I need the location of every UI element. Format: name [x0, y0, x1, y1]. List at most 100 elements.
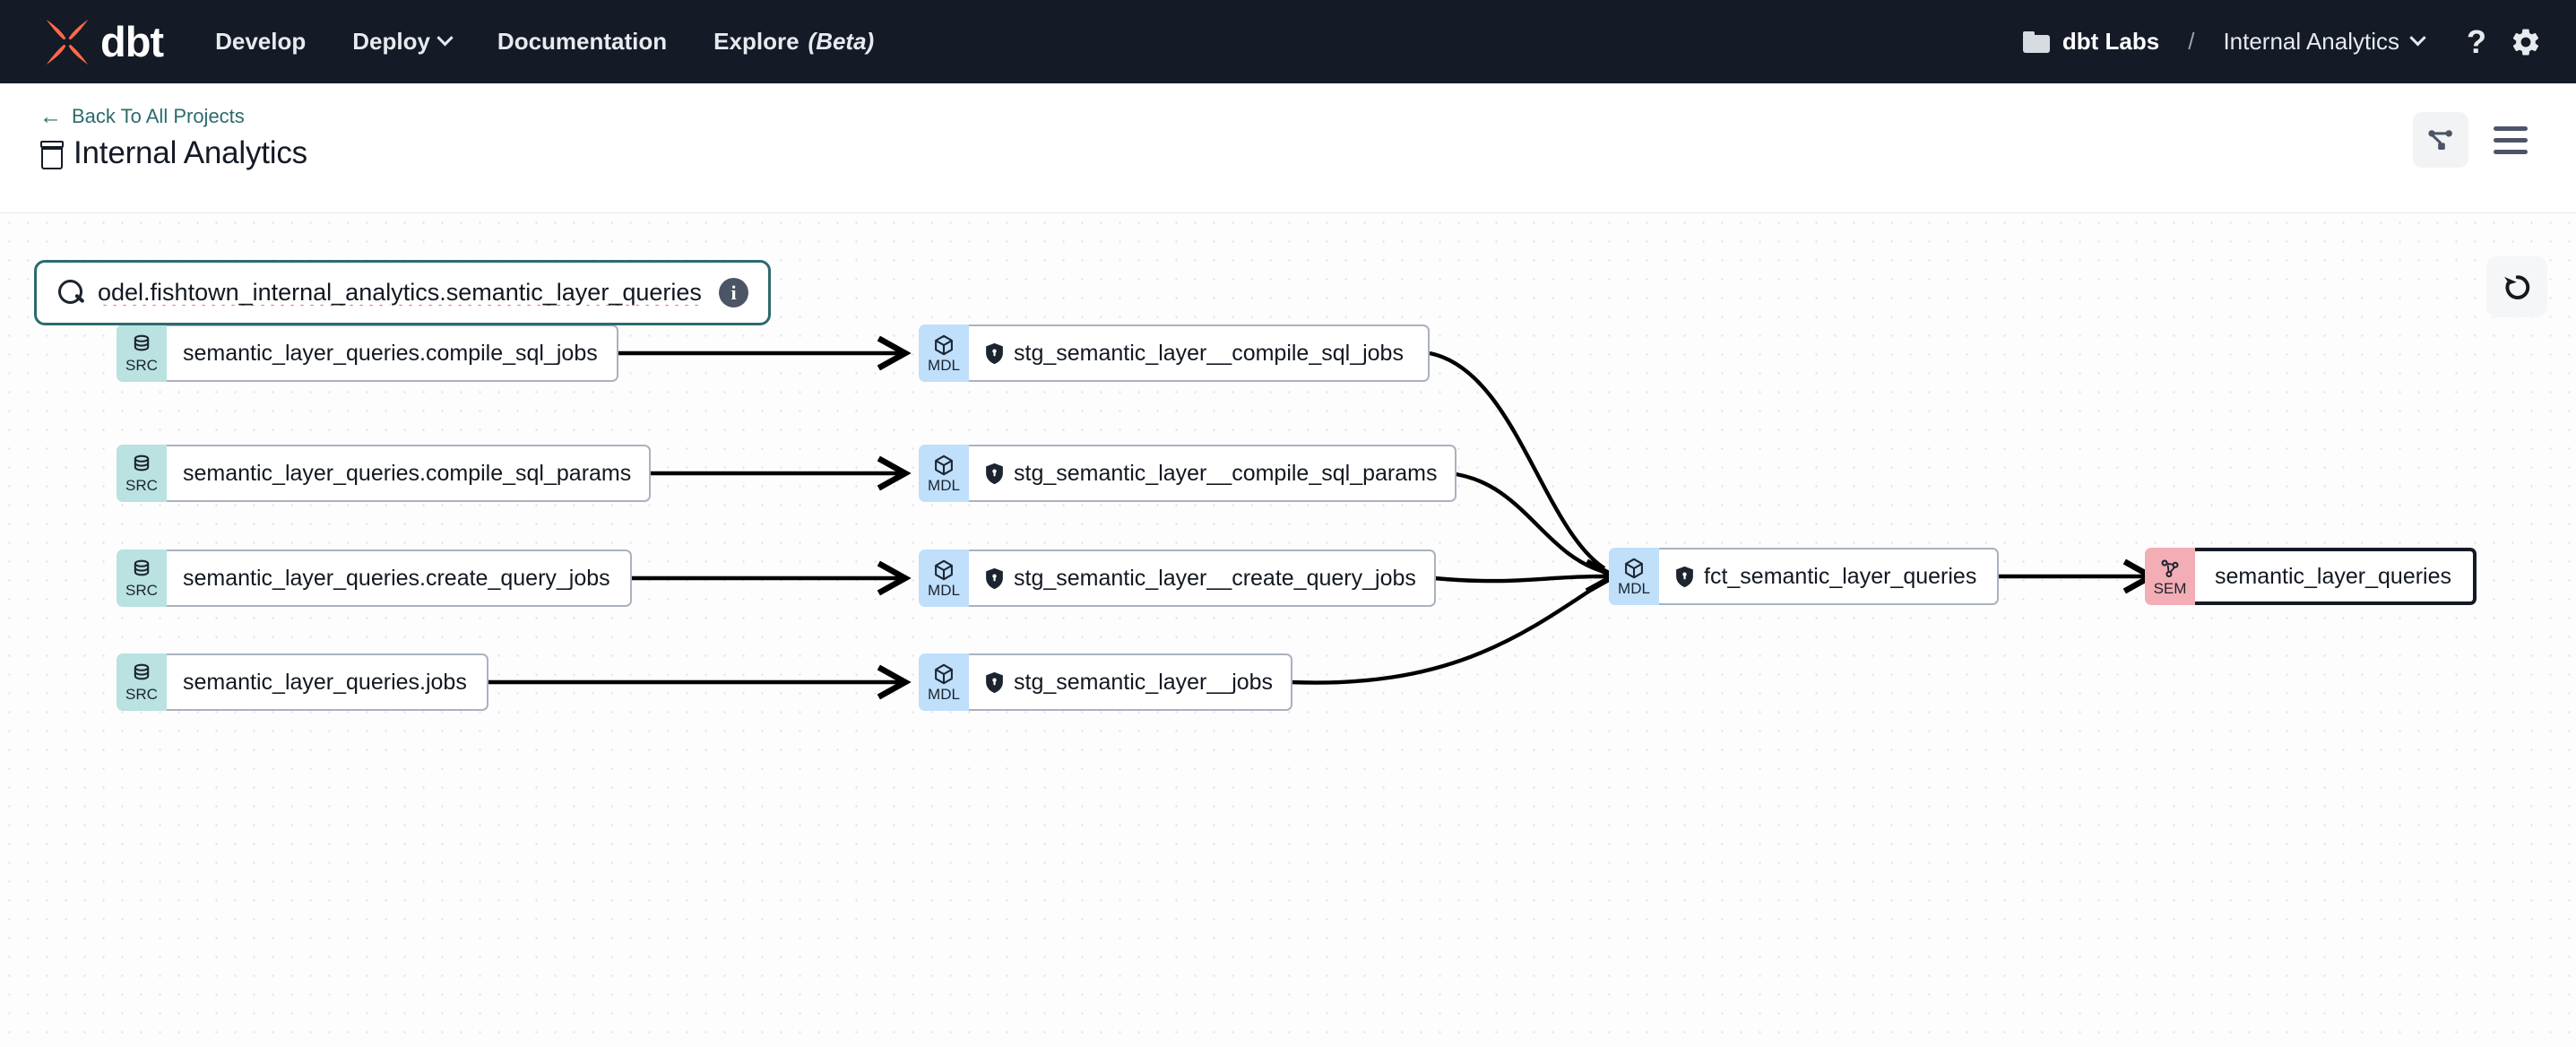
- search-icon: [58, 279, 85, 307]
- hamburger-bar: [2494, 137, 2528, 143]
- node-body: fct_semantic_layer_queries: [1659, 548, 1999, 605]
- lineage-node-src4[interactable]: SRC semantic_layer_queries.jobs: [117, 653, 488, 711]
- node-type-badge-mdl: MDL: [1609, 548, 1659, 605]
- shield-lock-icon: [986, 671, 1003, 693]
- settings-button[interactable]: [2510, 26, 2542, 58]
- lineage-node-mdl4[interactable]: MDL stg_semantic_layer__jobs: [919, 653, 1293, 711]
- database-icon: [134, 334, 150, 351]
- node-type-badge-label: MDL: [928, 686, 960, 703]
- gear-icon: [2512, 29, 2539, 55]
- cube-icon: [935, 559, 953, 581]
- project-breadcrumb[interactable]: Internal Analytics: [2223, 28, 2426, 56]
- info-icon[interactable]: i: [719, 278, 748, 307]
- lineage-node-mdl2[interactable]: MDL stg_semantic_layer__compile_sql_para…: [919, 445, 1457, 502]
- semantic-graph-icon: [2161, 559, 2179, 578]
- page-title-label: Internal Analytics: [73, 135, 307, 170]
- folder-icon: [2022, 30, 2050, 53]
- nav-item-deploy-label: Deploy: [352, 28, 430, 55]
- node-body: stg_semantic_layer__jobs: [969, 653, 1293, 711]
- lineage-node-mdl3[interactable]: MDL stg_semantic_layer__create_query_job…: [919, 549, 1436, 607]
- database-icon: [134, 559, 150, 576]
- explore-beta-tag: (Beta): [808, 28, 875, 55]
- nav-item-explore[interactable]: Explore (Beta): [713, 28, 874, 56]
- node-body: semantic_layer_queries.jobs: [167, 653, 488, 711]
- cube-icon: [935, 334, 953, 356]
- brand-wordmark: dbt: [100, 18, 164, 65]
- lineage-node-sem[interactable]: SEM semantic_layer_queries: [2145, 548, 2477, 605]
- node-type-badge-label: SRC: [125, 357, 158, 374]
- node-body: stg_semantic_layer__create_query_jobs: [969, 549, 1436, 607]
- reset-view-button[interactable]: [2486, 256, 2547, 317]
- lineage-view-button[interactable]: [2413, 112, 2468, 168]
- node-type-badge-label: MDL: [928, 357, 960, 374]
- back-to-all-projects-link[interactable]: ← Back To All Projects: [39, 105, 307, 128]
- nav-item-explore-label: Explore: [713, 28, 800, 55]
- node-type-badge-label: MDL: [1618, 580, 1650, 597]
- chevron-down-icon: [2409, 30, 2426, 47]
- nav-item-documentation-label: Documentation: [497, 28, 668, 55]
- node-type-badge-src: SRC: [117, 324, 167, 382]
- node-type-badge-mdl: MDL: [919, 653, 969, 711]
- node-label: stg_semantic_layer__create_query_jobs: [1014, 565, 1416, 591]
- node-type-badge-label: MDL: [928, 477, 960, 494]
- lineage-node-mdl1[interactable]: MDL stg_semantic_layer__compile_sql_jobs: [919, 324, 1430, 382]
- node-label: stg_semantic_layer__compile_sql_params: [1014, 460, 1438, 486]
- shield-lock-icon: [986, 342, 1003, 364]
- nav-item-documentation[interactable]: Documentation: [497, 28, 667, 56]
- node-label: semantic_layer_queries: [2214, 563, 2452, 589]
- node-type-badge-src: SRC: [117, 445, 167, 502]
- org-breadcrumb[interactable]: dbt Labs: [2022, 28, 2160, 56]
- node-label: stg_semantic_layer__compile_sql_jobs: [1014, 340, 1404, 366]
- org-breadcrumb-label: dbt Labs: [2062, 28, 2160, 55]
- menu-button[interactable]: [2485, 117, 2537, 163]
- lineage-node-src3[interactable]: SRC semantic_layer_queries.create_query_…: [117, 549, 632, 607]
- shield-lock-icon: [1676, 566, 1693, 587]
- nav-item-deploy[interactable]: Deploy: [352, 28, 454, 56]
- node-type-badge-label: SRC: [125, 477, 158, 494]
- lineage-node-src2[interactable]: SRC semantic_layer_queries.compile_sql_p…: [117, 445, 652, 502]
- node-type-badge-label: SRC: [125, 582, 158, 599]
- node-label: fct_semantic_layer_queries: [1704, 563, 1977, 589]
- breadcrumb-separator: /: [2188, 28, 2195, 55]
- search-input[interactable]: odel.fishtown_internal_analytics.semanti…: [98, 279, 702, 306]
- project-jar-icon: [39, 141, 64, 169]
- node-body: semantic_layer_queries.compile_sql_param…: [167, 445, 652, 502]
- node-type-badge-src: SRC: [117, 549, 167, 607]
- nav-right-cluster: dbt Labs / Internal Analytics ?: [2022, 22, 2542, 60]
- dbt-brand[interactable]: dbt: [39, 14, 164, 70]
- node-type-badge-src: SRC: [117, 653, 167, 711]
- cube-icon: [935, 663, 953, 685]
- nav-item-develop[interactable]: Develop: [215, 28, 306, 56]
- node-type-badge-label: SEM: [2153, 580, 2187, 597]
- subheader-right: [2413, 105, 2537, 168]
- node-label: semantic_layer_queries.jobs: [183, 669, 467, 695]
- node-body: semantic_layer_queries.compile_sql_jobs: [167, 324, 618, 382]
- cube-icon: [1625, 558, 1643, 579]
- cube-icon: [935, 454, 953, 476]
- node-label: semantic_layer_queries.compile_sql_param…: [183, 460, 632, 486]
- back-link-label: Back To All Projects: [72, 105, 245, 127]
- reset-rotate-left-icon: [2504, 275, 2530, 299]
- lineage-graph-icon: [2428, 130, 2452, 151]
- node-body: semantic_layer_queries.create_query_jobs: [167, 549, 632, 607]
- node-label: semantic_layer_queries.create_query_jobs: [183, 565, 610, 591]
- help-button[interactable]: ?: [2467, 22, 2486, 60]
- shield-lock-icon: [986, 463, 1003, 484]
- subheader-left: ← Back To All Projects Internal Analytic…: [39, 105, 307, 171]
- hamburger-bar: [2494, 125, 2528, 131]
- node-type-badge-mdl: MDL: [919, 445, 969, 502]
- node-type-badge-mdl: MDL: [919, 549, 969, 607]
- database-icon: [134, 663, 150, 680]
- nav-item-develop-label: Develop: [215, 28, 307, 55]
- node-body: stg_semantic_layer__compile_sql_params: [969, 445, 1457, 502]
- project-subheader: ← Back To All Projects Internal Analytic…: [0, 83, 2576, 213]
- node-label: semantic_layer_queries.compile_sql_jobs: [183, 340, 598, 366]
- lineage-node-fct[interactable]: MDL fct_semantic_layer_queries: [1609, 548, 1999, 605]
- lineage-node-src1[interactable]: SRC semantic_layer_queries.compile_sql_j…: [117, 324, 618, 382]
- top-navigation-bar: dbt Develop Deploy Documentation Explore…: [0, 0, 2576, 83]
- lineage-nodes: SRC semantic_layer_queries.compile_sql_j…: [0, 213, 2576, 1047]
- lineage-canvas[interactable]: odel.fishtown_internal_analytics.semanti…: [0, 213, 2576, 1047]
- search-input-container[interactable]: odel.fishtown_internal_analytics.semanti…: [34, 260, 771, 325]
- question-mark-icon: ?: [2467, 22, 2486, 60]
- primary-nav-links: Develop Deploy Documentation Explore (Be…: [215, 28, 874, 56]
